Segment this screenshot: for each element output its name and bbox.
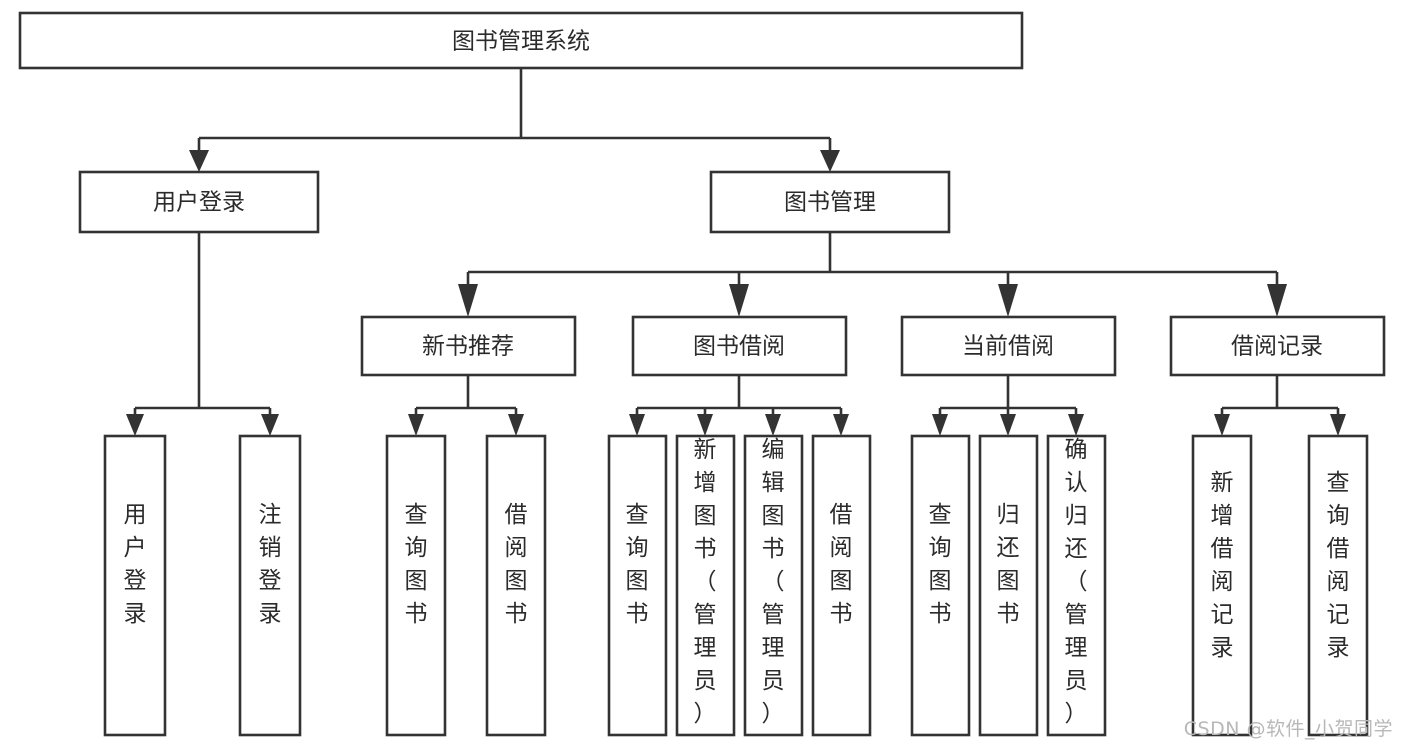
arrowhead-book-borrow (729, 284, 749, 317)
node-leaf-add-record-box[interactable] (1191, 434, 1253, 737)
node-leaf-query-book-3-label: 查询图书 (929, 502, 952, 627)
arrowhead-leaf-query-record (1330, 414, 1346, 436)
arrowhead-leaf-borrow-book-1 (508, 414, 524, 436)
node-new-book-recommend[interactable]: 新书推荐 (360, 315, 577, 377)
node-root[interactable]: 图书管理系统 (18, 11, 1024, 70)
node-leaf-logout-login[interactable]: 注销登录 (238, 434, 302, 737)
arrowhead-new-book-recommend (458, 284, 478, 317)
node-leaf-borrow-book-2[interactable]: 借阅图书 (811, 434, 872, 737)
node-leaf-borrow-book-2-box[interactable] (811, 434, 872, 737)
node-leaf-borrow-book-2-label: 借阅图书 (830, 502, 853, 627)
node-leaf-edit-book-box[interactable] (743, 434, 804, 737)
node-leaf-borrow-book-1-label: 借阅图书 (505, 502, 528, 627)
arrowhead-book-manage (820, 150, 840, 172)
node-leaf-user-login-label: 用户登录 (124, 502, 147, 627)
node-leaf-query-record-label: 查询借阅记录 (1327, 470, 1350, 661)
node-leaf-add-record-label: 新增借阅记录 (1211, 470, 1234, 661)
node-leaf-logout-login-box[interactable] (238, 434, 302, 737)
node-book-manage-label: 图书管理 (784, 190, 876, 216)
node-leaf-confirm-return[interactable]: 确认归还（管理员） (1046, 434, 1107, 737)
arrowhead-leaf-query-book-2 (629, 414, 645, 436)
node-user-login-box[interactable] (78, 170, 320, 234)
node-leaf-confirm-return-box[interactable] (1046, 434, 1107, 737)
node-leaf-return-book[interactable]: 归还图书 (978, 434, 1039, 737)
connector-layer (126, 68, 1346, 436)
node-leaf-query-book-1-label: 查询图书 (405, 502, 428, 627)
arrowhead-leaf-query-book-3 (932, 414, 948, 436)
node-new-book-recommend-box[interactable] (360, 315, 577, 377)
arrowhead-current-borrow (998, 284, 1018, 317)
node-leaf-user-login[interactable]: 用户登录 (103, 434, 167, 737)
node-root-label: 图书管理系统 (452, 29, 590, 55)
node-book-borrow[interactable]: 图书借阅 (631, 315, 848, 377)
node-book-manage-box[interactable] (709, 170, 951, 234)
node-leaf-add-book-box[interactable] (675, 434, 736, 737)
node-leaf-query-book-1-box[interactable] (385, 434, 447, 737)
node-leaf-query-book-2-box[interactable] (607, 434, 668, 737)
arrowhead-leaf-confirm-return (1068, 414, 1084, 436)
arrowhead-leaf-borrow-book-2 (833, 414, 849, 436)
node-leaf-add-book-label: 新增图书（管理员） (694, 437, 717, 727)
arrowhead-leaf-user-login (126, 414, 144, 436)
node-root-box[interactable] (18, 11, 1024, 70)
node-leaf-query-book-1[interactable]: 查询图书 (385, 434, 447, 737)
node-book-borrow-label: 图书借阅 (693, 334, 785, 360)
arrowhead-leaf-return-book (1000, 414, 1016, 436)
node-leaf-query-book-3-box[interactable] (910, 434, 971, 737)
arrowhead-leaf-query-book-1 (408, 414, 424, 436)
arrowhead-leaf-add-book (697, 414, 713, 436)
node-leaf-edit-book-label: 编辑图书（管理员） (762, 437, 785, 727)
node-new-book-recommend-label: 新书推荐 (422, 334, 514, 360)
node-leaf-query-record-box[interactable] (1307, 434, 1369, 737)
node-leaf-query-book-2[interactable]: 查询图书 (607, 434, 668, 737)
node-borrow-record-box[interactable] (1169, 315, 1386, 377)
node-borrow-record-label: 借阅记录 (1231, 334, 1323, 360)
arrowhead-leaf-edit-book (765, 414, 781, 436)
node-leaf-borrow-book-1-box[interactable] (485, 434, 547, 737)
node-leaf-query-book-2-label: 查询图书 (626, 502, 649, 627)
node-leaf-query-record[interactable]: 查询借阅记录 (1307, 434, 1369, 737)
node-leaf-borrow-book-1[interactable]: 借阅图书 (485, 434, 547, 737)
node-book-manage[interactable]: 图书管理 (709, 170, 951, 234)
node-leaf-return-book-box[interactable] (978, 434, 1039, 737)
node-leaf-logout-login-label: 注销登录 (259, 502, 282, 627)
node-current-borrow-box[interactable] (900, 315, 1117, 377)
arrowhead-user-login (189, 150, 209, 172)
node-leaf-edit-book[interactable]: 编辑图书（管理员） (743, 434, 804, 737)
node-leaf-user-login-box[interactable] (103, 434, 167, 737)
node-leaf-query-book-3[interactable]: 查询图书 (910, 434, 971, 737)
node-borrow-record[interactable]: 借阅记录 (1169, 315, 1386, 377)
node-leaf-add-book[interactable]: 新增图书（管理员） (675, 434, 736, 737)
node-current-borrow[interactable]: 当前借阅 (900, 315, 1117, 377)
node-user-login-label: 用户登录 (153, 190, 245, 216)
node-user-login[interactable]: 用户登录 (78, 170, 320, 234)
node-leaf-confirm-return-label: 确认归还（管理员） (1065, 437, 1088, 727)
arrowhead-leaf-add-record (1214, 414, 1230, 436)
node-current-borrow-label: 当前借阅 (962, 334, 1054, 360)
arrowhead-leaf-logout-login (261, 414, 279, 436)
node-leaf-add-record[interactable]: 新增借阅记录 (1191, 434, 1253, 737)
node-book-borrow-box[interactable] (631, 315, 848, 377)
node-leaf-return-book-label: 归还图书 (997, 502, 1020, 627)
arrowhead-borrow-record (1267, 284, 1287, 317)
